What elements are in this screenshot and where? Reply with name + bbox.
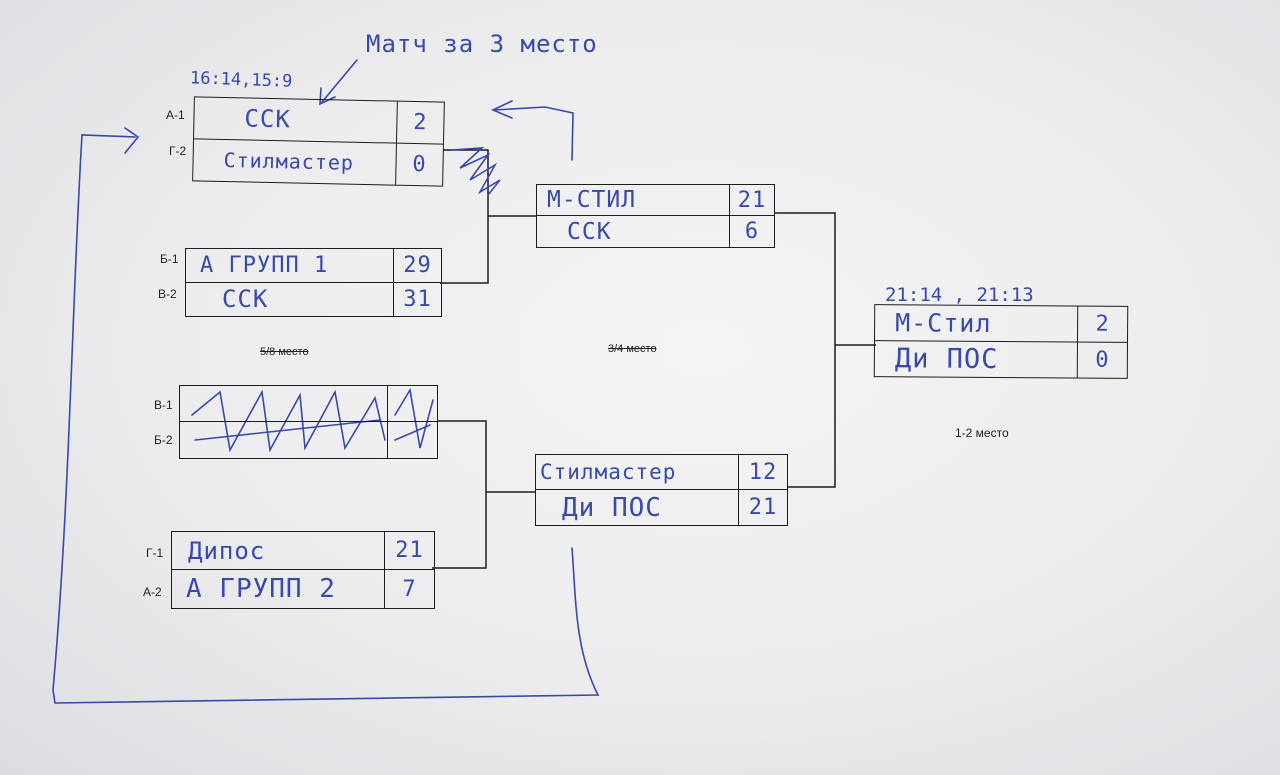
team-score: 6 <box>744 219 760 244</box>
seed-label: Г-2 <box>169 144 187 158</box>
team-row: ССК 2 <box>194 97 444 145</box>
place-1-2-label: 1-2 место <box>955 426 1009 440</box>
team-name: Ди ПОС <box>874 340 1078 378</box>
team-name: А ГРУПП 1 <box>186 249 394 282</box>
team-row: ССК 31 <box>186 282 441 316</box>
third-place-loop-line <box>52 134 600 704</box>
team-name: М-Стил <box>875 305 1079 342</box>
team-row: А ГРУПП 1 29 <box>186 249 441 283</box>
seed-label: В-1 <box>154 398 173 412</box>
team-row: А ГРУПП 2 7 <box>172 570 434 608</box>
team-row: Стилмастер 0 <box>193 138 443 186</box>
team-name: М-СТИЛ <box>537 185 730 215</box>
team-name: А ГРУПП 2 <box>172 570 385 608</box>
team-score: 0 <box>412 151 427 178</box>
third-place-times: 16:14,15:9 <box>189 68 293 92</box>
scribble-mark <box>451 147 501 196</box>
team-name: Ди ПОС <box>536 490 739 525</box>
match-qf4: Дипос 21 А ГРУПП 2 7 <box>171 531 435 609</box>
place-3-4-label: 3/4 место <box>608 343 657 355</box>
seed-label: Б-1 <box>160 252 179 266</box>
scribble-qf3-b <box>194 419 431 441</box>
team-row: М-СТИЛ 21 <box>537 185 774 216</box>
team-name: Стилмастер <box>193 138 397 185</box>
team-score <box>388 386 437 421</box>
loop-arrowhead-icon <box>124 127 140 154</box>
match-final: М-Стил 2 Ди ПОС 0 <box>873 304 1129 379</box>
team-row: Ди ПОС 21 <box>536 490 787 525</box>
third-place-note: Матч за 3 место <box>366 30 598 58</box>
place-5-8-label: 5/8 место <box>260 346 309 358</box>
team-row: Дипос 21 <box>172 532 434 570</box>
team-score <box>388 422 437 458</box>
team-score: 21 <box>737 187 767 213</box>
note-arrowhead-icon <box>319 87 336 106</box>
sf-return-arrow <box>493 106 574 161</box>
match-qf2: А ГРУПП 1 29 ССК 31 <box>185 248 442 317</box>
seed-label: А-2 <box>143 585 162 599</box>
connector-sf1-sf2 <box>775 212 836 488</box>
team-score: 21 <box>748 495 778 520</box>
team-row: Ди ПОС 0 <box>874 340 1127 378</box>
team-row <box>180 386 437 422</box>
team-row: Стилмастер 12 <box>536 455 787 490</box>
team-row: ССК 6 <box>537 216 774 247</box>
team-score: 7 <box>402 576 417 602</box>
match-third-place: ССК 2 Стилмастер 0 <box>192 96 445 187</box>
team-name: Дипос <box>172 532 385 569</box>
team-score: 0 <box>1095 347 1110 373</box>
team-row <box>180 422 437 458</box>
team-score: 2 <box>413 109 428 136</box>
team-score: 21 <box>395 538 424 563</box>
scribble-qf3 <box>191 387 434 453</box>
sf-return-arrowhead-icon <box>491 100 513 119</box>
match-sf2: Стилмастер 12 Ди ПОС 21 <box>535 454 788 526</box>
team-score: 29 <box>403 252 432 278</box>
team-name: Стилмастер <box>536 455 739 489</box>
team-score: 2 <box>1095 311 1110 337</box>
match-sf1: М-СТИЛ 21 ССК 6 <box>536 184 775 248</box>
connector-qf1-qf2 <box>440 149 489 284</box>
team-score: 12 <box>748 459 778 485</box>
seed-label: Б-2 <box>154 433 173 447</box>
seed-label: В-2 <box>158 287 177 301</box>
match-qf3 <box>179 385 438 459</box>
final-times: 21:14 , 21:13 <box>885 284 1034 306</box>
connector-qf3-qf4 <box>432 420 487 569</box>
team-name <box>180 422 388 458</box>
team-row: М-Стил 2 <box>875 305 1128 343</box>
seed-label: А-1 <box>166 108 185 122</box>
seed-label: Г-1 <box>146 546 164 560</box>
team-score: 31 <box>403 286 432 312</box>
team-name: ССК <box>186 282 394 316</box>
team-name: ССК <box>194 97 398 143</box>
team-name <box>180 386 388 421</box>
note-arrow <box>321 59 358 103</box>
team-name: ССК <box>537 216 730 247</box>
